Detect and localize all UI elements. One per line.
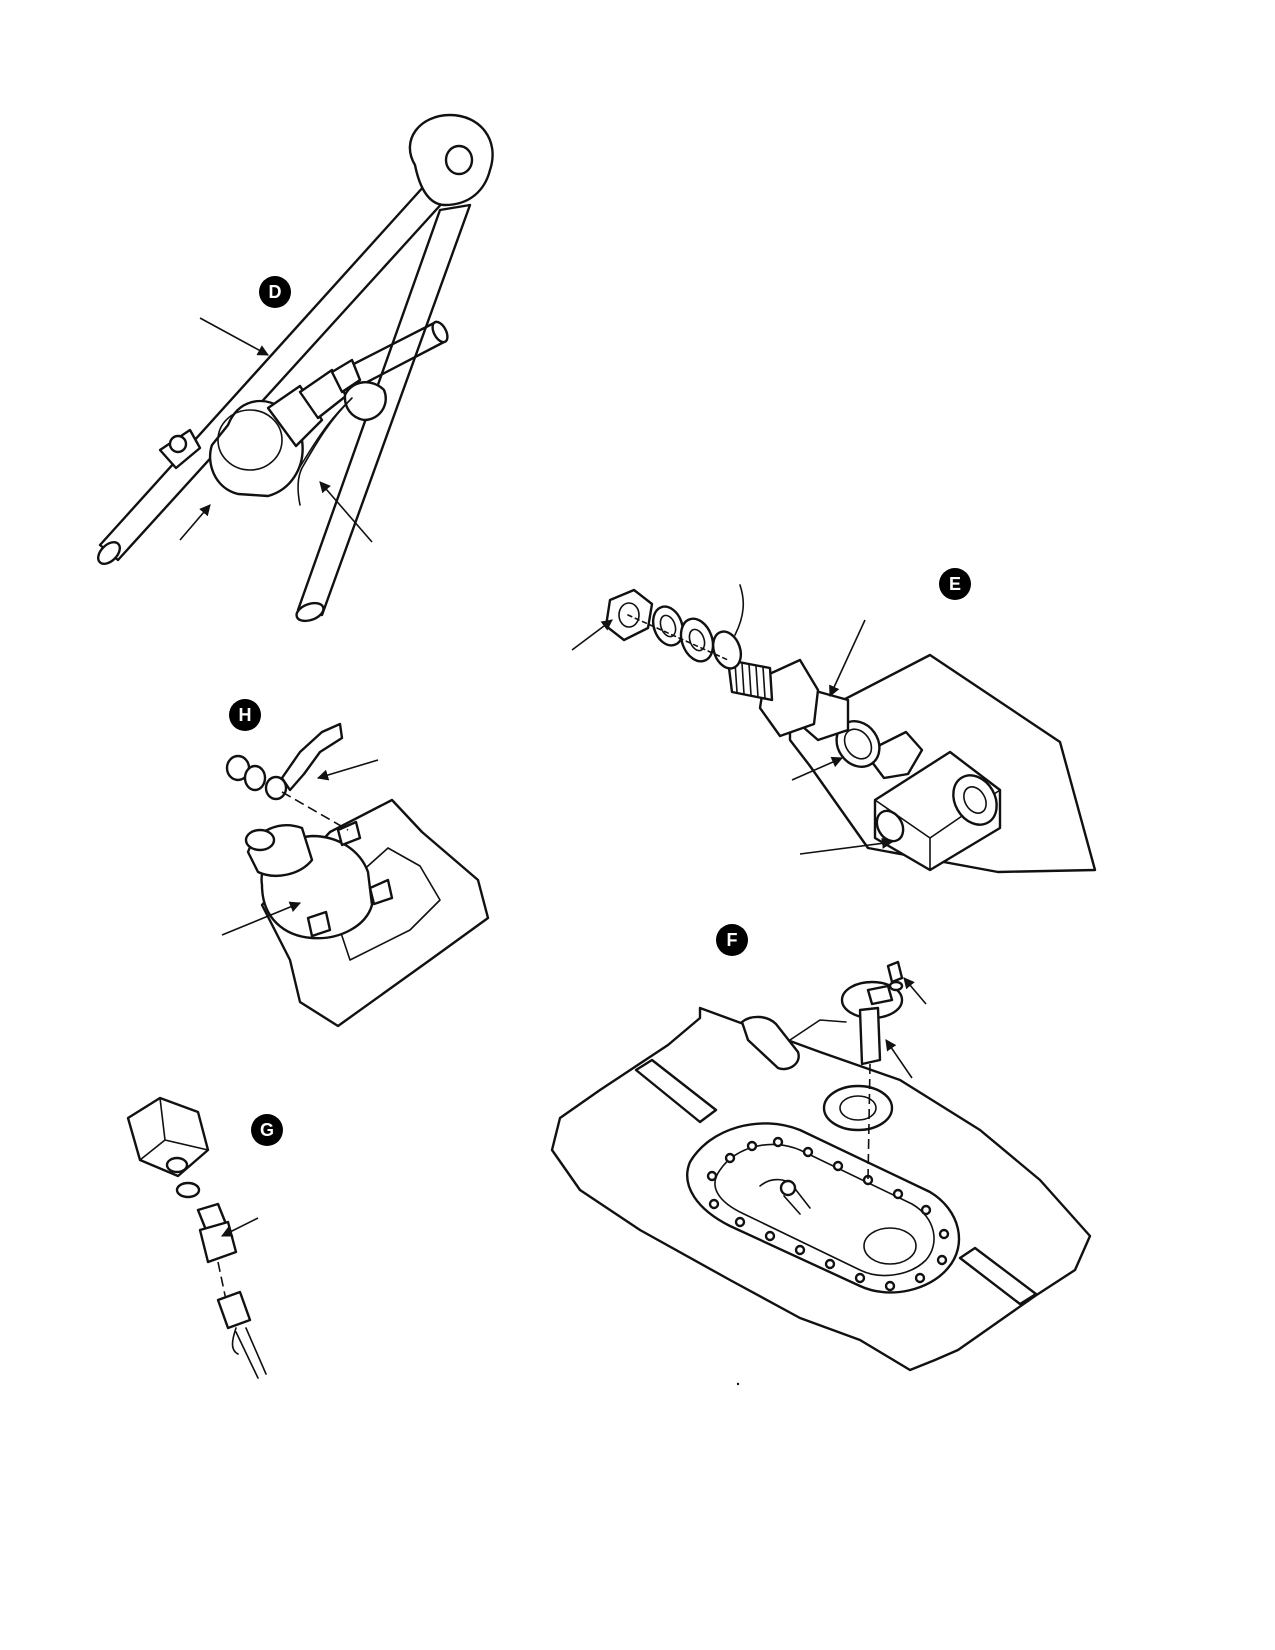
washer-e-1-hole <box>659 614 677 638</box>
badge-h-circle <box>229 699 261 731</box>
tee-port-right <box>952 774 998 826</box>
gasket-f <box>822 1084 894 1132</box>
leader-f-1 <box>903 977 927 1005</box>
badge-e-circle <box>939 568 971 600</box>
stud-h-1 <box>336 820 362 847</box>
stud-h-3 <box>306 910 332 938</box>
badge-g-label: G <box>260 1120 274 1140</box>
view-badges: D E H F G <box>229 276 971 1146</box>
washer-e-2 <box>679 617 715 663</box>
rail-right <box>958 1246 1038 1306</box>
screw-f <box>886 960 904 984</box>
wire-clip <box>343 381 387 422</box>
badge-f: F <box>716 924 748 956</box>
lead-wire-h <box>280 722 344 792</box>
internal-wiring-f <box>759 1178 811 1215</box>
badge-e-label: E <box>949 574 961 594</box>
leader-d-2 <box>179 504 211 541</box>
badge-g: G <box>251 1114 283 1146</box>
internal-terminal-f <box>779 1179 797 1197</box>
badge-h-label: H <box>239 705 252 725</box>
rod-end <box>431 320 449 344</box>
badge-d: D <box>259 276 291 308</box>
assembly-axis-g <box>217 1261 227 1301</box>
assembly-axis-e <box>627 614 729 661</box>
badge-f-circle <box>716 924 748 956</box>
cover-bolts <box>706 1136 950 1292</box>
ring-lug-h <box>264 775 288 801</box>
gasket-ring-e-inner <box>843 728 873 760</box>
switch-connector <box>330 358 362 394</box>
washer-h <box>243 764 267 792</box>
leader-e-3 <box>791 756 844 781</box>
connector-g <box>216 1290 252 1330</box>
tee-port-left <box>875 809 905 843</box>
rail-left <box>634 1058 718 1124</box>
badge-f-label: F <box>727 930 738 950</box>
view-f-tank-sender <box>550 960 1092 1372</box>
sender-port-f <box>863 1227 917 1265</box>
badge-g-circle <box>251 1114 283 1146</box>
badge-d-label: D <box>269 282 282 302</box>
sensor-block-g-port <box>165 1156 189 1174</box>
cable-g <box>231 1327 267 1379</box>
leg-end-right <box>295 601 325 623</box>
leader-e-1 <box>571 619 613 651</box>
leader-e-2 <box>829 619 866 698</box>
leader-h-1 <box>316 759 379 781</box>
sensor-body-g <box>198 1220 238 1264</box>
sensor-block-g-edges <box>139 1097 209 1161</box>
eye-ring-hole <box>444 144 474 176</box>
o-ring-g <box>175 1181 201 1199</box>
leg-end-left <box>97 541 121 565</box>
sender-terminal-f <box>866 984 894 1006</box>
sender-tube-f <box>858 1006 882 1066</box>
view-g-sensor-assembly <box>126 1096 267 1379</box>
switch-face <box>217 409 283 471</box>
terminal-wire-e <box>734 584 745 636</box>
view-e-sender-assembly <box>571 584 1097 874</box>
badge-h: H <box>229 699 261 731</box>
switch-lead-wire-2 <box>297 403 347 471</box>
leader-d-3 <box>319 481 373 543</box>
access-opening <box>714 1143 935 1277</box>
tee-port-right-bore <box>963 786 987 814</box>
float-f <box>740 1015 800 1071</box>
assembly-axis-h <box>281 791 349 831</box>
stud-h-2 <box>368 878 394 906</box>
badge-d-circle <box>259 276 291 308</box>
switch-terminal-h <box>244 828 276 852</box>
sender-hex <box>758 658 820 738</box>
mount-flange-h <box>329 847 441 961</box>
assembly-axis-f <box>867 1063 871 1181</box>
leader-e-4 <box>799 837 894 855</box>
clamp-bolt <box>168 434 188 454</box>
leader-g-1 <box>220 1217 259 1237</box>
float-arm-f <box>789 1019 847 1041</box>
badge-e: E <box>939 568 971 600</box>
thread-lines <box>734 661 766 699</box>
view-h-switch-mount <box>221 722 490 1028</box>
bracket-leg-left <box>98 183 447 562</box>
leader-d-1 <box>199 317 269 356</box>
washer-f <box>888 980 904 992</box>
gasket-f-inner <box>839 1095 877 1121</box>
view-d-bracket-assembly <box>97 113 494 623</box>
leader-f-2 <box>885 1039 913 1079</box>
stray-mark <box>736 1382 740 1386</box>
leader-h-2 <box>221 901 302 936</box>
access-cover <box>686 1122 961 1294</box>
nut-e-bore <box>618 602 640 628</box>
